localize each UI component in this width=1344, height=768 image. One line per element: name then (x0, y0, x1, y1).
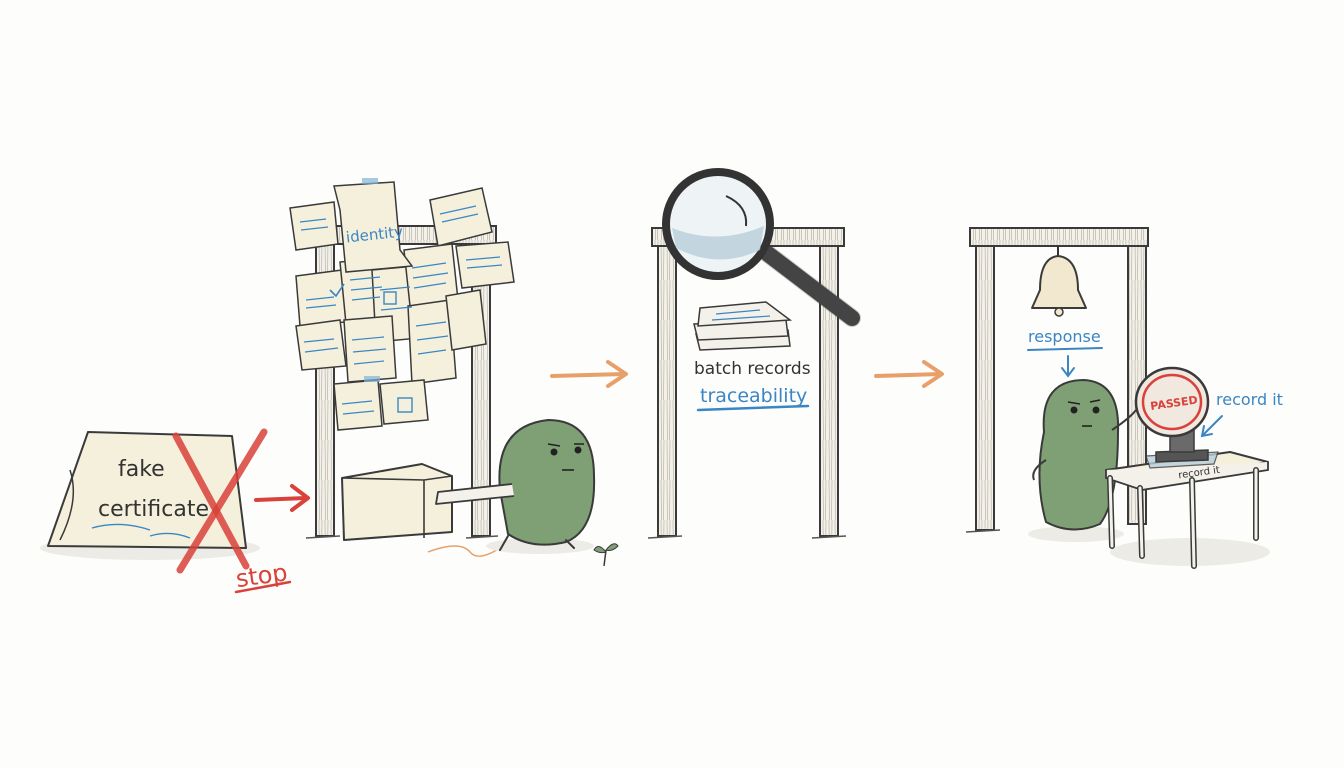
batch-records-label: batch records (694, 359, 811, 379)
green-character-stamping (1028, 378, 1137, 542)
batch-record-stack (693, 301, 793, 351)
cross-icon (172, 428, 268, 574)
bell-icon (1031, 246, 1087, 317)
record-it-label: record it (1216, 390, 1283, 409)
traceability-underline (696, 404, 810, 412)
stop-underline (234, 580, 292, 594)
fake-certificate: fake certificate (40, 431, 260, 560)
traceability-label: traceability (700, 385, 807, 407)
arrow-icon (874, 360, 944, 388)
stamp-icon: PASSED (1134, 366, 1219, 469)
green-character-pushing (435, 418, 596, 554)
cardboard-box (341, 463, 501, 557)
blue-arrow-icon (1200, 415, 1223, 438)
magnifier-icon (662, 168, 861, 327)
response-underline (1027, 347, 1103, 351)
blue-arrow-icon (1061, 355, 1075, 378)
fake-label: fake (118, 457, 165, 482)
gate-3 (965, 227, 1149, 533)
arrow-icon (550, 360, 628, 388)
table: record it (1105, 451, 1270, 569)
sprout-icon (593, 543, 619, 567)
identity-label: identity (345, 223, 404, 247)
red-arrow-icon (254, 484, 310, 512)
paper-pile: identity (289, 178, 515, 431)
response-label: response (1028, 327, 1101, 346)
certificate-label: certificate (98, 497, 209, 522)
gate-2 (647, 227, 847, 539)
